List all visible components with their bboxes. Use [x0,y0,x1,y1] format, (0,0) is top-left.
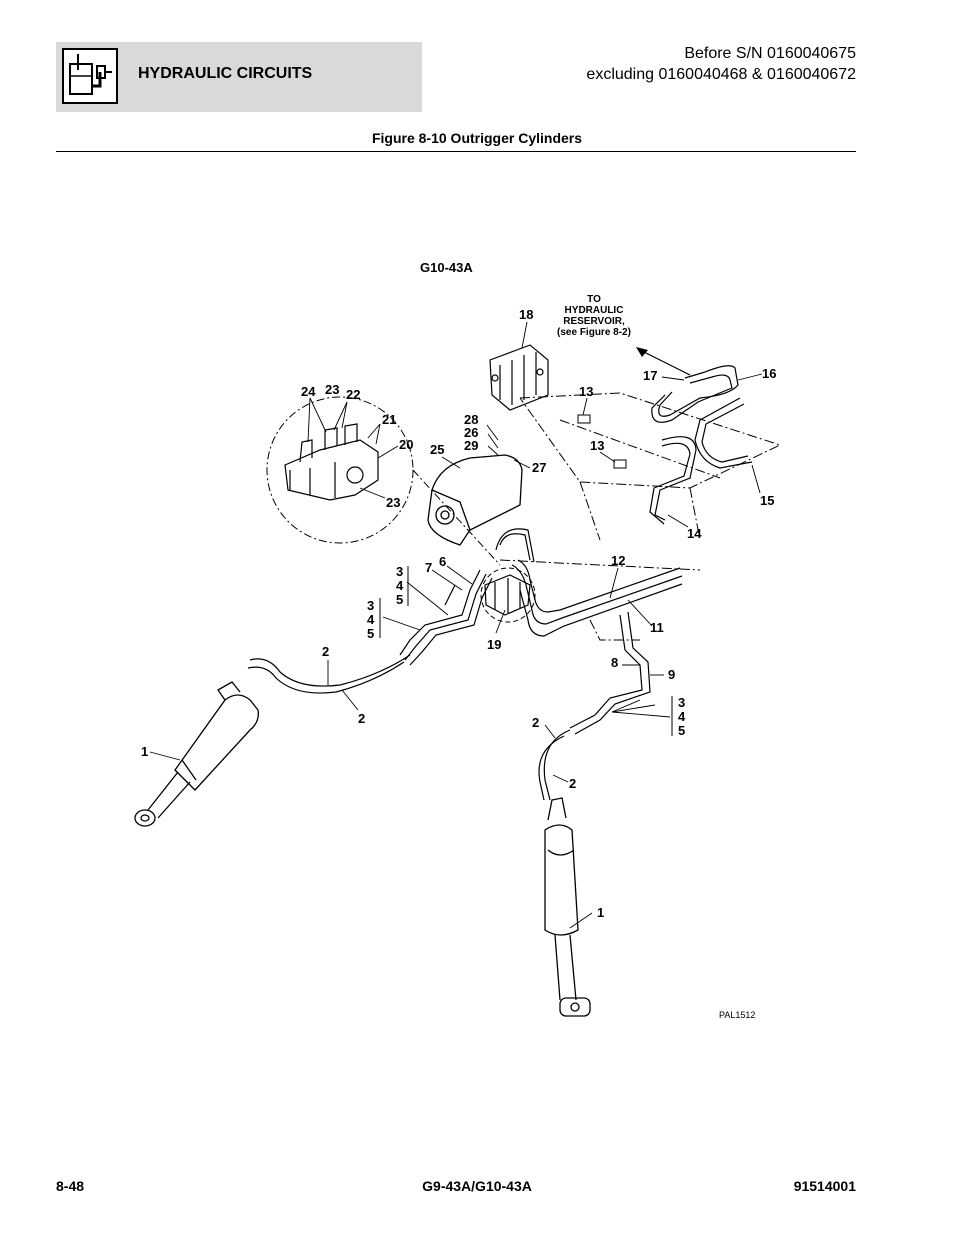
hydraulic-reservoir-icon [62,48,118,104]
detail-control-valve [284,423,379,501]
callout-9: 9 [668,667,675,682]
top-valve-block [489,344,549,411]
callout-23-top: 23 [325,382,339,397]
callout-3-group1: 3 [396,564,403,579]
mounting-frame-outline [499,392,782,641]
drawing-reference: PAL1512 [719,1010,755,1020]
right-tube-assembly [538,611,651,801]
callout-18: 18 [519,307,533,322]
callout-leader-lines [149,321,763,929]
callout-5-group2: 5 [367,626,374,641]
callout-26: 26 [464,425,478,440]
long-tube-assembly [495,528,683,637]
fitting-upper [577,414,591,424]
footer-model: G9-43A/G10-43A [422,1178,532,1194]
section-header: HYDRAULIC CIRCUITS [56,42,422,112]
callout-25: 25 [430,442,444,457]
document-number: 91514001 [793,1178,856,1194]
callout-brackets [379,566,673,736]
callout-3-group2: 3 [367,598,374,613]
callout-4-group2: 4 [367,612,375,627]
callout-3-group3: 3 [678,695,685,710]
reservoir-note-line-4: (see Figure 8-2) [557,327,631,338]
callout-1-right: 1 [597,905,604,920]
header-divider [56,151,856,152]
callout-4-group3: 4 [678,709,686,724]
left-outrigger-cylinder [134,681,259,827]
valve-cover [427,454,523,546]
right-outrigger-cylinder [544,797,591,1017]
callout-28: 28 [464,412,478,427]
callout-16: 16 [762,366,776,381]
callout-11: 11 [650,620,664,635]
callout-5-group1: 5 [396,592,403,607]
callout-13-lower: 13 [590,438,604,453]
callout-12: 12 [611,553,625,568]
callout-14: 14 [687,526,702,541]
left-tube-assembly [247,569,493,694]
callout-21: 21 [382,412,396,427]
callout-20: 20 [399,437,413,452]
callout-7: 7 [425,560,432,575]
callout-2-c: 2 [532,715,539,730]
callout-23-bottom: 23 [386,495,400,510]
page-number: 8-48 [56,1178,85,1194]
callout-27: 27 [532,460,546,475]
callout-2-d: 2 [569,776,576,791]
callout-29: 29 [464,438,478,453]
reservoir-note-line-2: HYDRAULIC [565,305,624,316]
outrigger-valve [484,574,531,616]
callout-13-upper: 13 [579,384,593,399]
callout-24: 24 [301,384,316,399]
callout-22: 22 [346,387,360,402]
callout-6: 6 [439,554,446,569]
reservoir-note-line-3: RESERVOIR, [563,316,625,327]
serial-line-1: Before S/N 0160040675 [684,45,856,62]
fitting-lower [613,459,627,469]
reservoir-arrow-head [636,347,648,357]
callout-5-group3: 5 [678,723,685,738]
callout-15: 15 [760,493,774,508]
tube-assembly-upper [649,365,753,525]
serial-note: Before S/N 0160040675 excluding 01600404… [586,43,856,85]
figure-title: Figure 8-10 Outrigger Cylinders [371,130,583,146]
callout-1-left: 1 [141,744,148,759]
callout-2-b: 2 [358,711,365,726]
reservoir-note-line-1: TO [587,294,601,305]
callout-2-a: 2 [322,644,329,659]
section-title: HYDRAULIC CIRCUITS [138,65,313,82]
callout-4-group1: 4 [396,578,404,593]
reservoir-arrow-line [639,349,691,376]
model-label: G10-43A [420,260,473,275]
callout-19: 19 [487,637,501,652]
callout-17: 17 [643,368,657,383]
callout-8: 8 [611,655,618,670]
serial-line-2: excluding 0160040468 & 0160040672 [586,66,856,83]
